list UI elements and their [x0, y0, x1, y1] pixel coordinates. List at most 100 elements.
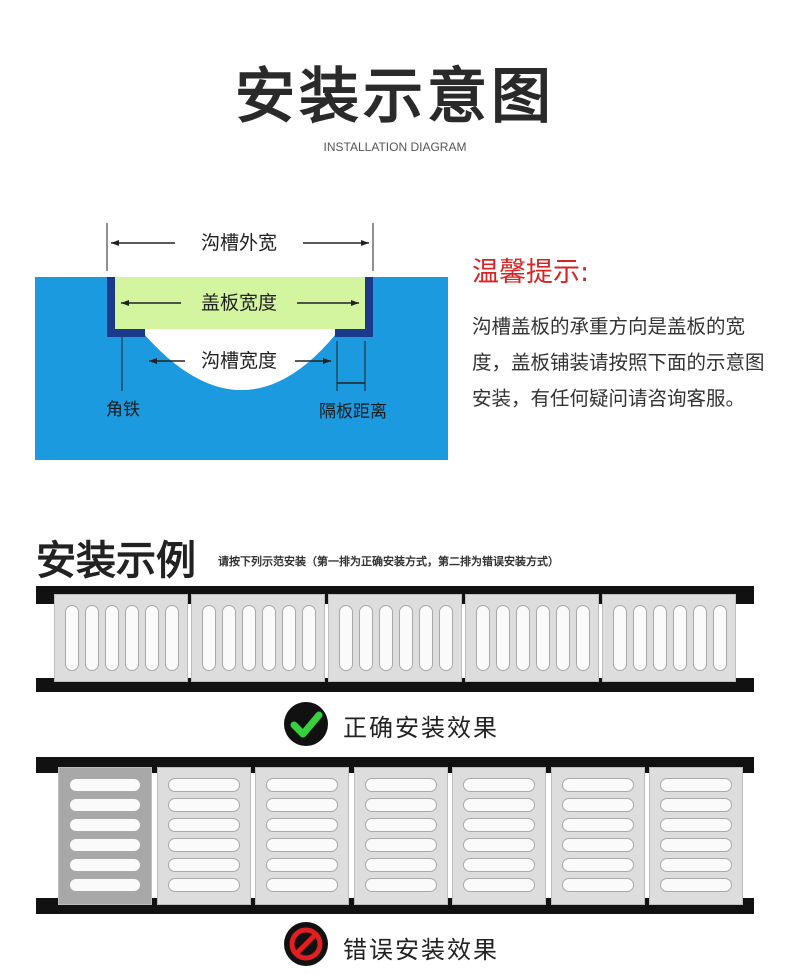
grate-slot — [364, 858, 437, 872]
grate-plate — [156, 767, 251, 905]
grate-plate — [649, 767, 743, 905]
grate-slot — [439, 605, 453, 671]
grate-slot — [561, 838, 634, 852]
grate-slot — [364, 878, 437, 892]
grate-slot — [633, 605, 647, 671]
grate-slot — [266, 778, 338, 792]
grate-slot — [266, 878, 338, 892]
grate-slot — [561, 858, 634, 872]
tips-text: 沟槽盖板的承重方向是盖板的宽度，盖板铺装请按照下面的示意图安装，有任何疑问请咨询… — [472, 315, 765, 410]
grate-slot — [125, 605, 139, 671]
grate-plate — [465, 594, 599, 682]
grate-slot — [167, 778, 240, 792]
grate-slot — [69, 858, 141, 872]
grate-slot — [266, 818, 338, 832]
grate-slot — [167, 878, 240, 892]
grate-slot — [85, 605, 99, 671]
cover-width-label: 盖板宽度 — [201, 292, 277, 314]
grate-slot — [69, 838, 141, 852]
grate-slot — [167, 818, 240, 832]
trench-hollow — [145, 335, 335, 390]
grate-slot — [399, 605, 413, 671]
grate-slot — [660, 818, 732, 832]
angle-iron-left — [107, 277, 115, 337]
grate-slot — [660, 878, 732, 892]
grate-slot — [576, 605, 590, 671]
grate-slot — [673, 605, 687, 671]
grate-slot — [693, 605, 707, 671]
grate-slot — [660, 858, 732, 872]
grate-slot — [364, 798, 437, 812]
grate-plate — [602, 594, 736, 682]
grate-slot — [364, 778, 437, 792]
grate-slot — [463, 838, 535, 852]
grate-slot — [339, 605, 353, 671]
angle-iron-right — [365, 277, 373, 337]
grate-plate — [255, 767, 349, 905]
grate-slot — [476, 605, 490, 671]
grate-slot — [167, 858, 240, 872]
grate-slot — [463, 858, 535, 872]
grate-slot — [266, 838, 338, 852]
grate-slot — [561, 818, 634, 832]
grate-slot — [613, 605, 627, 671]
installation-diagram: 沟槽外宽 盖板宽度 沟槽宽度 角铁 隔板距离 — [35, 223, 448, 460]
grate-slot — [536, 605, 550, 671]
example-title: 安装示例 — [36, 538, 196, 584]
grate-slot — [561, 878, 634, 892]
grate-slot — [302, 605, 316, 671]
grate-plate — [550, 767, 645, 905]
angle-iron-label: 角铁 — [106, 400, 140, 420]
grate-slot — [379, 605, 393, 671]
outer-width-label: 沟槽外宽 — [201, 232, 277, 254]
grate-slot — [167, 798, 240, 812]
grate-slot — [561, 778, 634, 792]
page-title: 安装示意图 — [235, 62, 555, 132]
ground-area — [35, 277, 448, 460]
grate-slot — [222, 605, 236, 671]
grate-slot — [165, 605, 179, 671]
grate-slot — [556, 605, 570, 671]
grate-slot — [516, 605, 530, 671]
grate-plate — [58, 767, 152, 905]
grate-plate — [191, 594, 325, 682]
grate-slot — [69, 818, 141, 832]
grate-plate — [353, 767, 448, 905]
grate-slot — [496, 605, 510, 671]
grate-plate — [328, 594, 462, 682]
grate-slot — [282, 605, 296, 671]
trench-width-label: 沟槽宽度 — [201, 350, 277, 372]
grate-slot — [463, 818, 535, 832]
gap-label: 隔板距离 — [319, 402, 387, 422]
grate-slot — [167, 838, 240, 852]
grate-slot — [660, 798, 732, 812]
grate-slot — [266, 858, 338, 872]
grate-slot — [69, 778, 141, 792]
grate-slot — [262, 605, 276, 671]
grate-slot — [69, 878, 141, 892]
grate-slot — [713, 605, 727, 671]
grate-slot — [660, 838, 732, 852]
grate-slot — [463, 798, 535, 812]
grate-slot — [69, 798, 141, 812]
grate-slot — [561, 798, 634, 812]
grate-slot — [419, 605, 433, 671]
prohibited-icon — [284, 922, 328, 966]
grate-slot — [145, 605, 159, 671]
grate-slot — [105, 605, 119, 671]
grate-slot — [463, 878, 535, 892]
grate-slot — [660, 778, 732, 792]
example-note: 请按下列示范安装（第一排为正确安装方式，第二排为错误安装方式） — [218, 555, 559, 568]
grate-slot — [653, 605, 667, 671]
grate-plate — [54, 594, 188, 682]
grate-slot — [359, 605, 373, 671]
grate-slot — [266, 798, 338, 812]
grate-slot — [202, 605, 216, 671]
page-subtitle: INSTALLATION DIAGRAM — [323, 140, 467, 154]
grate-plate — [452, 767, 546, 905]
tips-title: 温馨提示: — [472, 257, 590, 288]
correct-caption: 正确安装效果 — [343, 714, 499, 742]
grate-slot — [242, 605, 256, 671]
check-icon — [284, 702, 328, 746]
wrong-caption: 错误安装效果 — [343, 936, 499, 964]
